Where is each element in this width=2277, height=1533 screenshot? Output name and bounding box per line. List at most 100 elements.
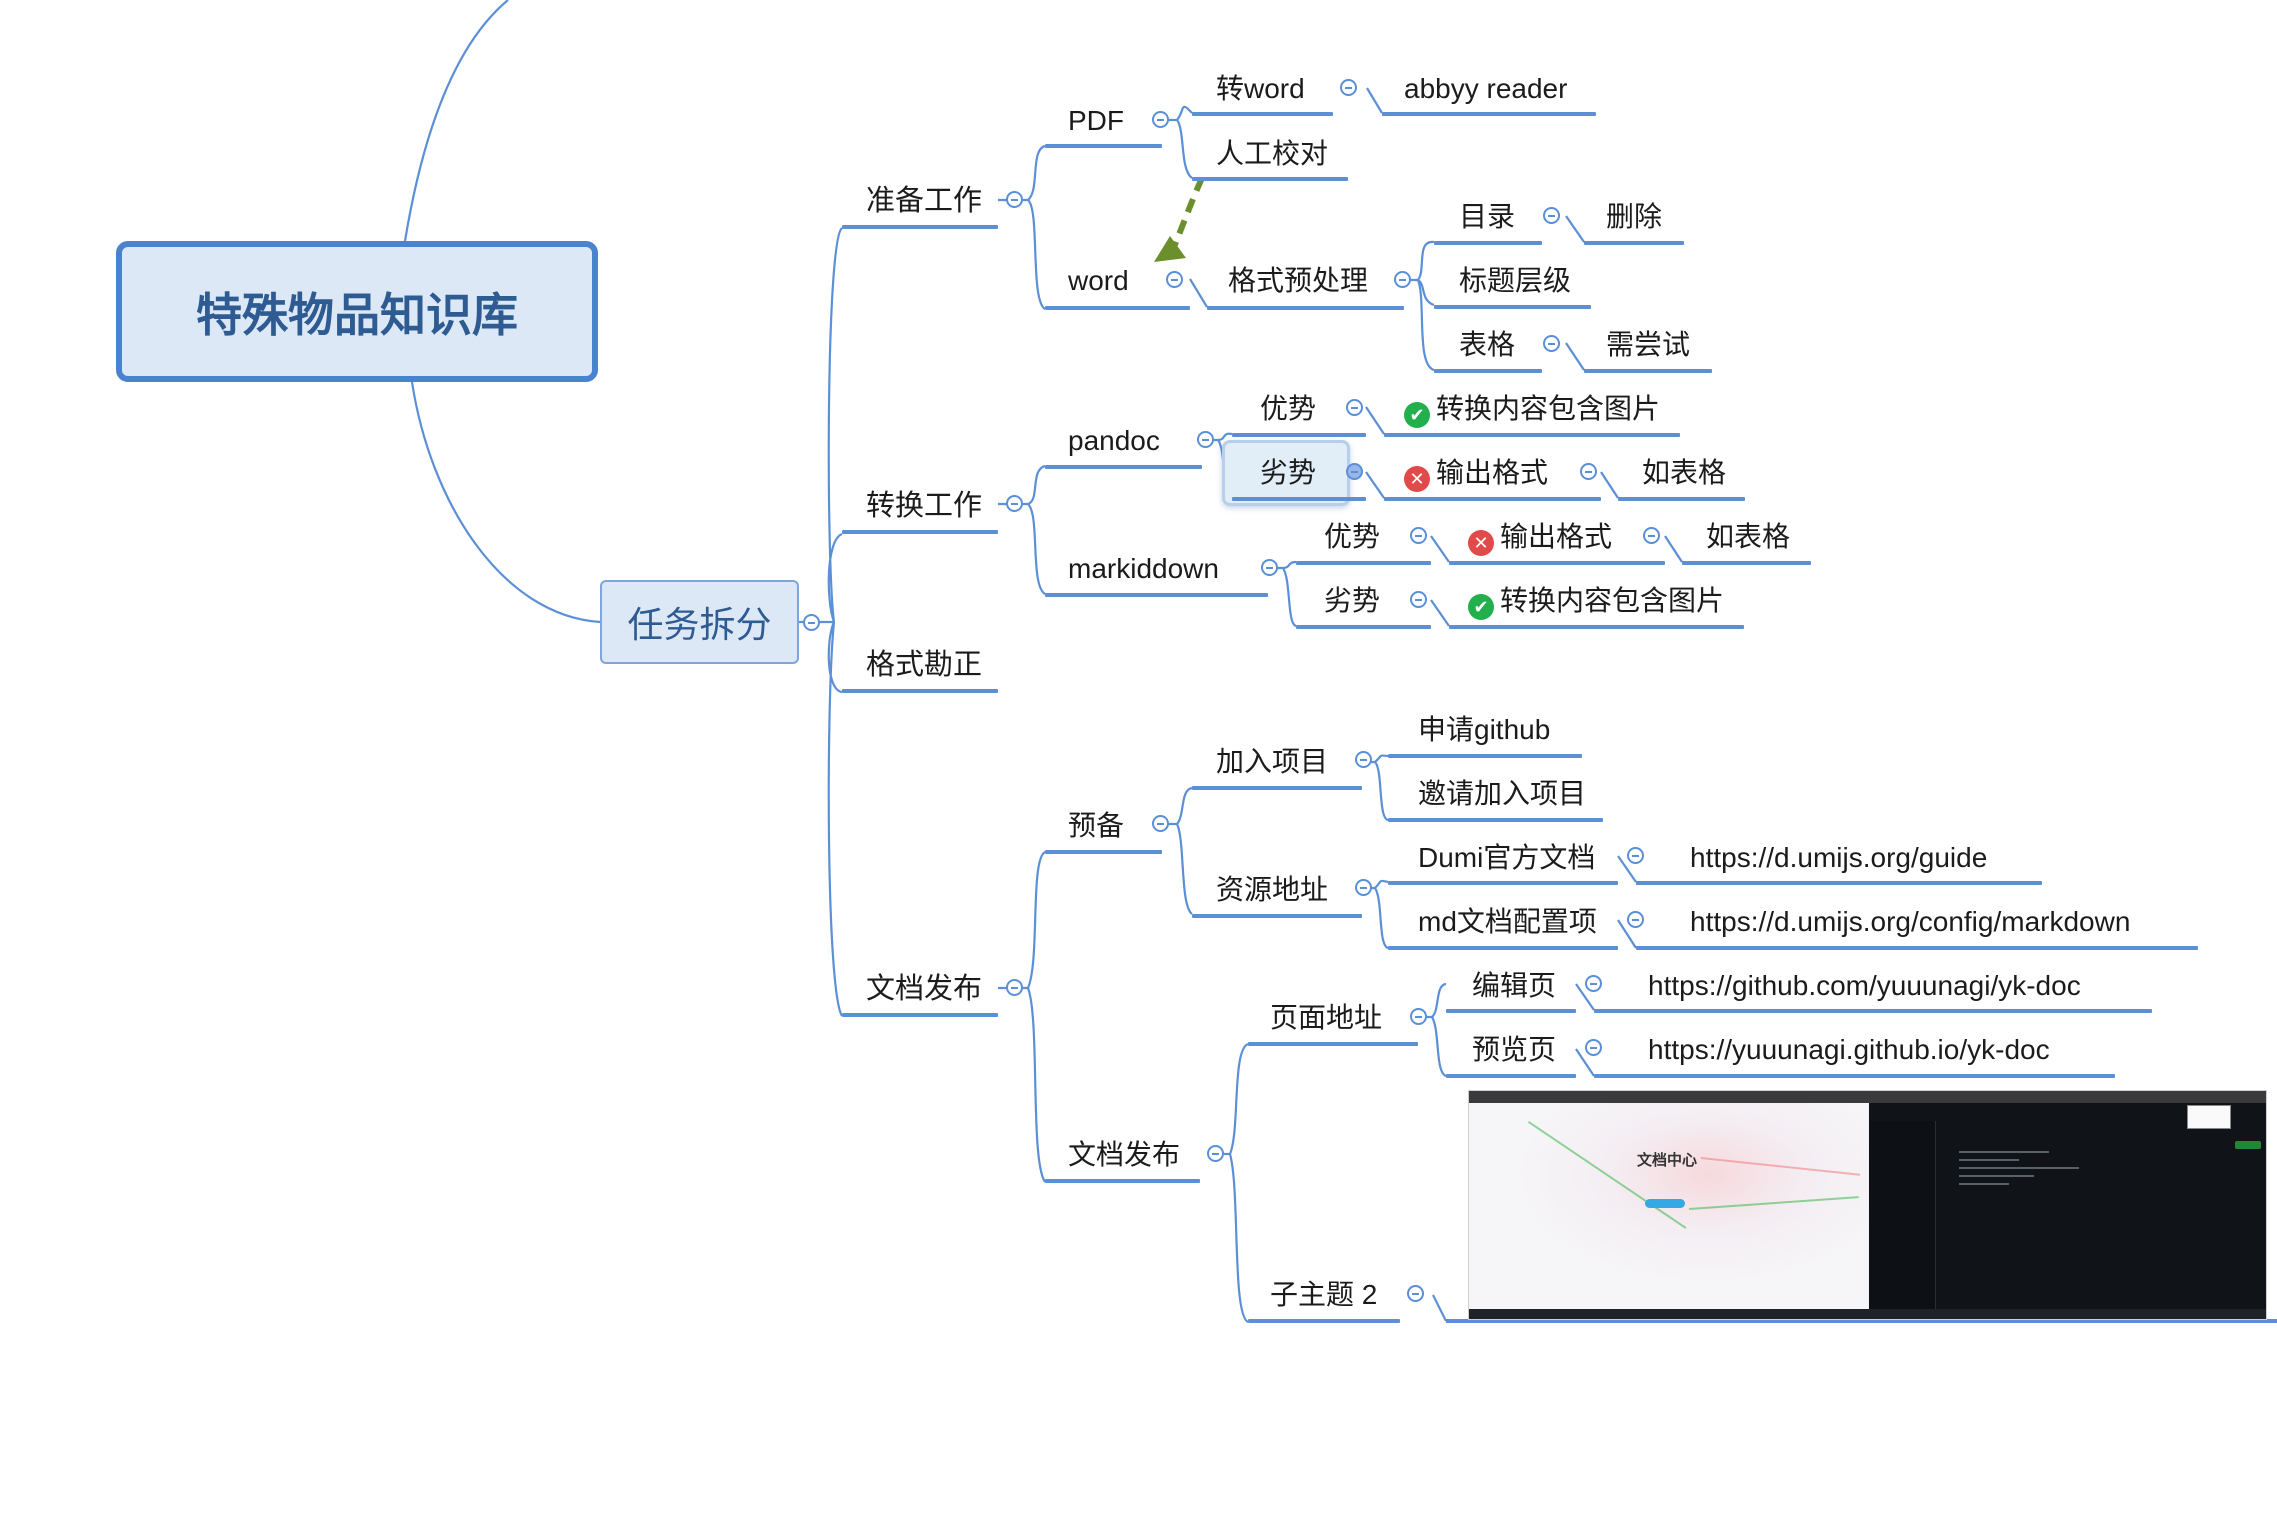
topic-md-cons-item[interactable]: ✔转换内容包含图片 xyxy=(1468,584,1724,620)
collapse-toggle-icon[interactable] xyxy=(1340,79,1357,96)
topic-release[interactable]: 文档发布 xyxy=(1068,1139,1181,1170)
collapse-toggle-icon[interactable] xyxy=(1543,335,1560,352)
topic-pandoc-cons-item[interactable]: ✕输出格式 xyxy=(1404,456,1548,492)
topic-publish[interactable]: 文档发布 xyxy=(866,973,983,1005)
collapse-toggle-icon[interactable] xyxy=(1346,463,1363,480)
topic-preview-url[interactable]: https://yuuunagi.github.io/yk-doc xyxy=(1648,1034,2050,1065)
collapse-toggle-icon[interactable] xyxy=(1585,975,1602,992)
collapse-toggle-icon[interactable] xyxy=(1627,847,1644,864)
topic-pandoc-pros[interactable]: 优势 xyxy=(1260,393,1317,424)
collapse-toggle-icon[interactable] xyxy=(1410,1008,1427,1025)
topic-text: 转换内容包含图片 xyxy=(1500,585,1725,616)
topic-edit-page[interactable]: 编辑页 xyxy=(1472,970,1557,1001)
collapse-toggle-icon[interactable] xyxy=(803,614,820,631)
topic-to-word[interactable]: 转word xyxy=(1216,73,1305,104)
topic-table[interactable]: 表格 xyxy=(1459,329,1516,360)
topic-preview-page[interactable]: 预览页 xyxy=(1472,1034,1557,1065)
collapse-toggle-icon[interactable] xyxy=(1152,111,1169,128)
topic-pandoc-pros-item[interactable]: ✔转换内容包含图片 xyxy=(1404,392,1660,428)
topic-invite[interactable]: 邀请加入项目 xyxy=(1418,778,1587,809)
collapse-toggle-icon[interactable] xyxy=(1627,911,1644,928)
topic-manual-check[interactable]: 人工校对 xyxy=(1216,138,1329,169)
collapse-toggle-icon[interactable] xyxy=(1355,879,1372,896)
topic-heading-levels[interactable]: 标题层级 xyxy=(1459,265,1572,296)
relationship-arrowhead xyxy=(1154,236,1186,262)
topic-resources[interactable]: 资源地址 xyxy=(1216,874,1329,905)
topic-pages[interactable]: 页面地址 xyxy=(1270,1002,1383,1033)
collapse-toggle-icon[interactable] xyxy=(1643,527,1660,544)
topic-md-pros[interactable]: 优势 xyxy=(1324,521,1381,552)
topic-word[interactable]: word xyxy=(1068,265,1129,296)
collapse-toggle-icon[interactable] xyxy=(1585,1039,1602,1056)
topic-md-config[interactable]: md文档配置项 xyxy=(1418,906,1597,937)
topic-md-cons[interactable]: 劣势 xyxy=(1324,585,1381,616)
topic-join[interactable]: 加入项目 xyxy=(1216,746,1329,777)
topic-format-pre[interactable]: 格式预处理 xyxy=(1228,265,1369,296)
connector-pages xyxy=(1418,982,1447,1078)
topic-delete[interactable]: 删除 xyxy=(1606,201,1663,232)
topic-toc[interactable]: 目录 xyxy=(1459,201,1516,232)
collapse-toggle-icon[interactable] xyxy=(1006,495,1023,512)
topic-underline xyxy=(1382,112,1596,116)
topic-subtopic-2[interactable]: 子主题 2 xyxy=(1270,1279,1378,1310)
connector-convert xyxy=(998,464,1046,595)
topic-dumi-docs[interactable]: Dumi官方文档 xyxy=(1418,842,1596,873)
topic-pandoc[interactable]: pandoc xyxy=(1068,425,1160,456)
cross-icon: ✕ xyxy=(1404,466,1430,492)
topic-md-url[interactable]: https://d.umijs.org/config/markdown xyxy=(1690,906,2131,937)
topic-underline xyxy=(1434,241,1542,245)
topic-underline xyxy=(1584,369,1712,373)
topic-underline xyxy=(1434,305,1591,309)
collapse-toggle-icon[interactable] xyxy=(1580,463,1597,480)
thumbnail xyxy=(2187,1105,2231,1129)
topic-abbyy[interactable]: abbyy reader xyxy=(1404,73,1568,104)
topic-underline xyxy=(1384,497,1601,501)
topic-pandoc-cons[interactable]: 劣势 xyxy=(1260,457,1317,488)
connector-dumi xyxy=(1617,855,1637,883)
topic-dumi-url[interactable]: https://d.umijs.org/guide xyxy=(1690,842,1988,873)
collapse-toggle-icon[interactable] xyxy=(1166,271,1183,288)
topic-underline xyxy=(1449,561,1665,565)
topic-text: 转换内容包含图片 xyxy=(1436,393,1661,424)
topic-format-fix[interactable]: 格式勘正 xyxy=(866,649,983,681)
file-tree xyxy=(1869,1121,1936,1309)
topic-prep[interactable]: 准备工作 xyxy=(866,185,983,217)
collapse-toggle-icon[interactable] xyxy=(1006,191,1023,208)
connector-word xyxy=(1189,278,1208,308)
topic-prepare[interactable]: 预备 xyxy=(1068,810,1125,841)
collapse-toggle-icon[interactable] xyxy=(1261,559,1278,576)
connector-main-trunk xyxy=(799,227,843,1017)
embedded-screenshot-image[interactable]: 文档中心 xyxy=(1468,1090,2267,1320)
collapse-toggle-icon[interactable] xyxy=(1394,271,1411,288)
collapse-toggle-icon[interactable] xyxy=(1410,527,1427,544)
collapse-toggle-icon[interactable] xyxy=(1355,751,1372,768)
collapse-toggle-icon[interactable] xyxy=(1543,207,1560,224)
topic-md-pros-example[interactable]: 如表格 xyxy=(1706,521,1791,552)
topic-underline xyxy=(1192,112,1333,116)
browser-tabbar xyxy=(1469,1091,2266,1103)
topic-edit-url[interactable]: https://github.com/yuuunagi/yk-doc xyxy=(1648,970,2081,1001)
collapse-toggle-icon[interactable] xyxy=(1006,979,1023,996)
code-line xyxy=(1959,1183,2009,1185)
collapse-toggle-icon[interactable] xyxy=(1152,815,1169,832)
root-topic[interactable]: 特殊物品知识库 xyxy=(116,241,598,382)
check-icon: ✔ xyxy=(1404,402,1430,428)
connector-pandoc-cons xyxy=(1365,471,1385,499)
collapse-toggle-icon[interactable] xyxy=(1346,399,1363,416)
topic-markiddown[interactable]: markiddown xyxy=(1068,553,1219,584)
commit-button xyxy=(2235,1141,2261,1149)
topic-convert[interactable]: 转换工作 xyxy=(866,490,983,522)
topic-md-pros-item[interactable]: ✕输出格式 xyxy=(1468,520,1612,556)
topic-need-try[interactable]: 需尝试 xyxy=(1606,329,1691,360)
collapse-toggle-icon[interactable] xyxy=(1207,1145,1224,1162)
code-line xyxy=(1959,1159,2019,1161)
topic-underline xyxy=(1045,465,1202,469)
collapse-toggle-icon[interactable] xyxy=(1197,431,1214,448)
topic-pdf[interactable]: PDF xyxy=(1068,105,1124,136)
main-topic[interactable]: 任务拆分 xyxy=(600,580,799,664)
collapse-toggle-icon[interactable] xyxy=(1410,591,1427,608)
collapse-toggle-icon[interactable] xyxy=(1407,1285,1424,1302)
topic-apply-github[interactable]: 申请github xyxy=(1418,714,1551,745)
topic-pandoc-cons-example[interactable]: 如表格 xyxy=(1642,457,1727,488)
